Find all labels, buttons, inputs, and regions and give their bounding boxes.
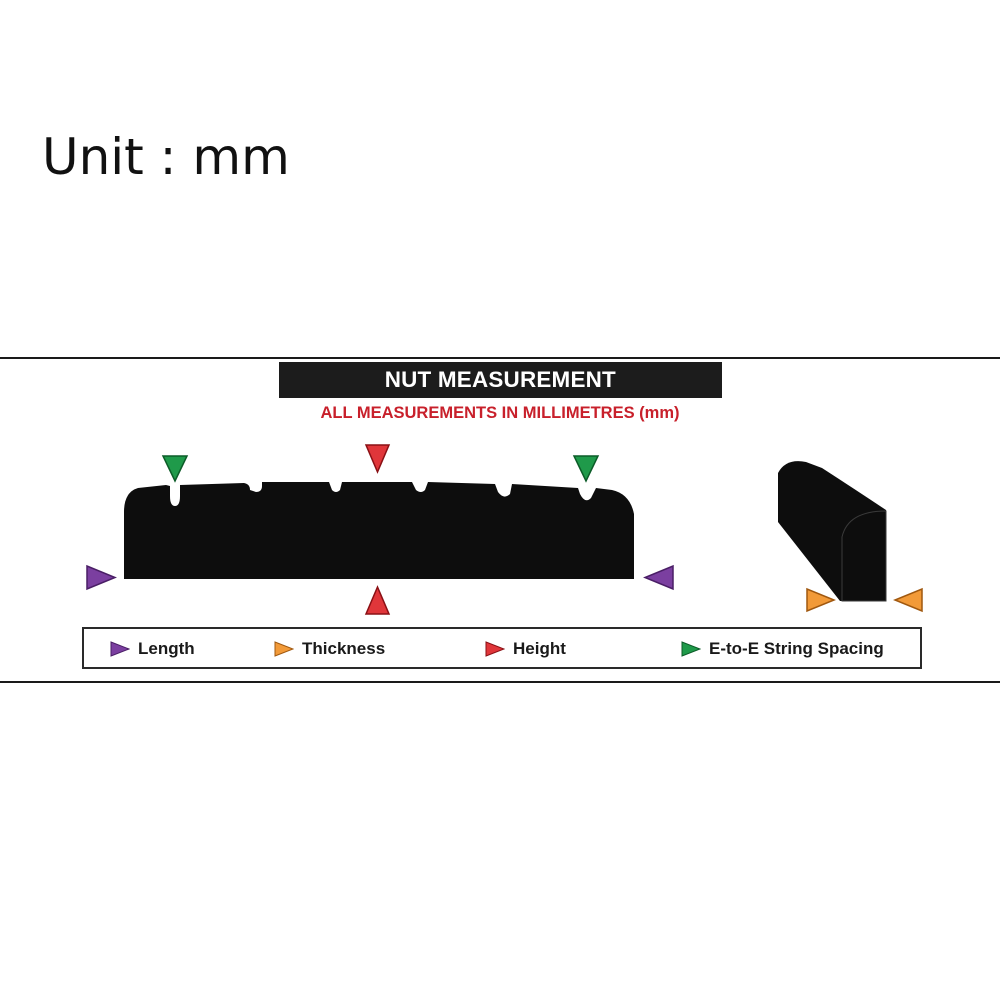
legend: Length Thickness Height E-to-E String Sp… [82,627,922,669]
legend-item-height: Height [485,639,566,659]
height-marker-bottom [364,585,391,615]
title-bar: NUT MEASUREMENT [279,362,722,398]
spacing-marker-right [572,455,600,483]
length-marker-left [86,564,117,591]
legend-label-length: Length [138,639,195,658]
red-triangle-icon [485,641,505,657]
nut-front-view [124,482,634,579]
spacing-marker-left [161,455,189,483]
legend-label-spacing: E-to-E String Spacing [709,639,884,658]
diagram-subtitle: ALL MEASUREMENTS IN MILLIMETRES (mm) [320,404,680,422]
unit-label: Unit : mm [42,128,290,186]
legend-item-thickness: Thickness [274,639,385,659]
height-marker-top [364,444,391,474]
bottom-divider [0,681,1000,683]
thickness-marker-right [893,587,923,613]
thickness-marker-left [806,587,836,613]
nut-side-face [841,510,887,602]
green-triangle-icon [681,641,701,657]
legend-item-length: Length [110,639,195,659]
top-divider [0,357,1000,359]
diagram-title: NUT MEASUREMENT [384,367,617,392]
purple-triangle-icon [110,641,130,657]
legend-label-height: Height [513,639,566,658]
orange-triangle-icon [274,641,294,657]
length-marker-right [643,564,674,591]
legend-label-thickness: Thickness [302,639,386,658]
legend-item-spacing: E-to-E String Spacing [681,639,884,659]
